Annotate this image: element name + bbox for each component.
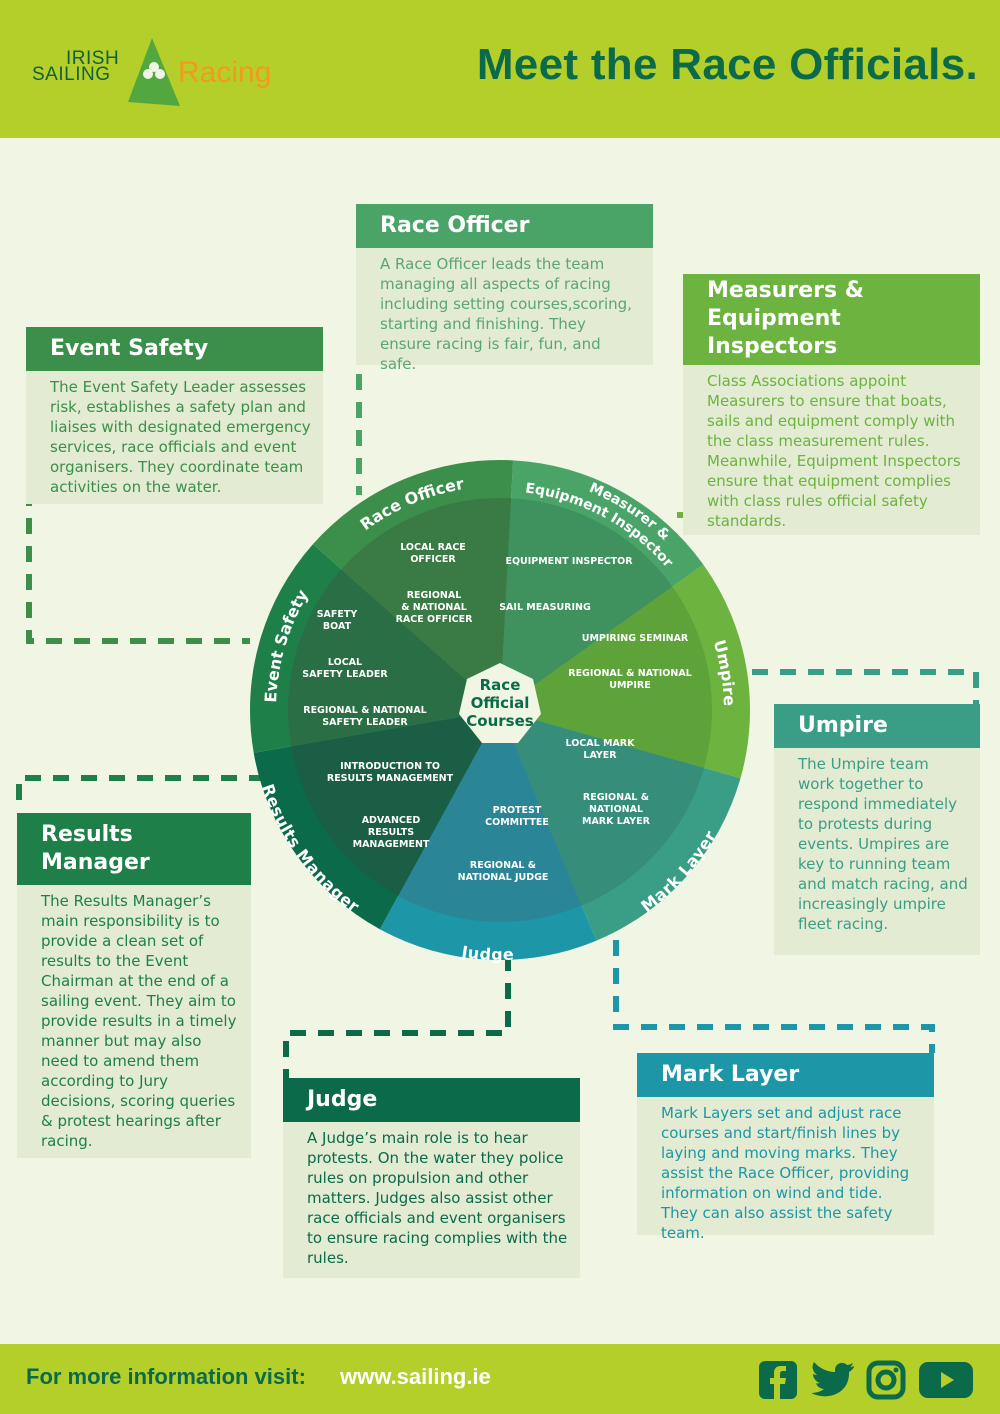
measurers-box: Measurers & Equipment Inspectors Class A… [683,274,980,535]
measurers-title: Measurers & Equipment Inspectors [683,274,980,365]
connector-judge [283,955,511,1078]
judge-text: A Judge’s main role is to hear protests.… [283,1122,580,1278]
mark-layer-box: Mark Layer Mark Layers set and adjust ra… [637,1053,934,1242]
hub-text-line3: Courses [466,712,533,730]
segment-inner-mark-layer [398,710,582,922]
segment-inner-event-safety [341,498,512,710]
youtube-icon[interactable] [918,1360,974,1400]
results-manager-box: Results Manager The Results Manager’s ma… [17,813,251,1158]
race-officer-title: Race Officer [356,204,653,248]
website-link[interactable]: www.sailing.ie [340,1364,491,1389]
measurers-text: Class Associations appoint Measurers to … [683,365,980,535]
connector-umpire [752,669,979,705]
race-officer-text: A Race Officer leads the team managing a… [356,248,653,373]
course-measurer: EQUIPMENT INSPECTOR [505,556,633,567]
course-umpire: UMPIRING SEMINAR [582,633,689,644]
segment-inner-umpire [500,710,704,906]
mark-layer-text: Mark Layers set and adjust race courses … [637,1097,934,1242]
mark-layer-title: Mark Layer [637,1053,934,1097]
umpire-box: Umpire The Umpire team work together to … [774,704,980,955]
segment-label-judge: Judge [459,942,514,964]
footer-label: For more information visit: [26,1364,306,1389]
footer: For more information visit: www.sailing.… [0,1344,1000,1414]
results-manager-title: Results Manager [17,813,251,885]
header: IRISH SAILING Racing Meet the Race Offic… [0,0,1000,138]
race-officer-box: Race Officer A Race Officer leads the te… [356,204,653,373]
irish-sailing-racing-logo[interactable]: IRISH SAILING Racing [30,36,290,106]
twitter-icon[interactable] [810,1360,856,1400]
event-safety-box: Event Safety The Event Safety Leader ass… [26,327,323,504]
segment-inner-measurer [500,586,712,768]
umpire-text: The Umpire team work together to respond… [774,748,980,955]
umpire-title: Umpire [774,704,980,748]
event-safety-text: The Event Safety Leader assesses risk, e… [26,371,323,504]
measurers-title-line2: Equipment Inspectors [707,306,841,359]
sail-shamrock-icon [128,38,180,106]
judge-title: Judge [283,1078,580,1122]
segment-inner-results-manager [288,569,500,747]
center-hub [459,663,541,743]
measurers-title-line1: Measurers & [707,278,864,303]
facebook-icon[interactable] [758,1360,798,1400]
logo-text-sailing: SAILING [32,64,111,85]
instagram-icon[interactable] [866,1360,906,1400]
segment-inner-judge [291,710,500,896]
logo-text-irish: IRISH [66,48,120,69]
logo-text-racing: Racing [178,56,272,89]
course-measurer: SAIL MEASURING [499,602,591,613]
results-manager-text: The Results Manager’s main responsibilit… [17,885,251,1158]
event-safety-title: Event Safety [26,327,323,371]
segment-inner-race-officer [500,498,673,710]
course-judge: REGIONAL &NATIONAL JUDGE [458,860,549,883]
hub-text-line1: Race [480,676,521,694]
page-title: Meet the Race Officials. [476,40,978,89]
judge-box: Judge A Judge’s main role is to hear pro… [283,1078,580,1278]
connector-mark-layer [613,940,935,1053]
hub-text-line2: Official [471,694,530,712]
